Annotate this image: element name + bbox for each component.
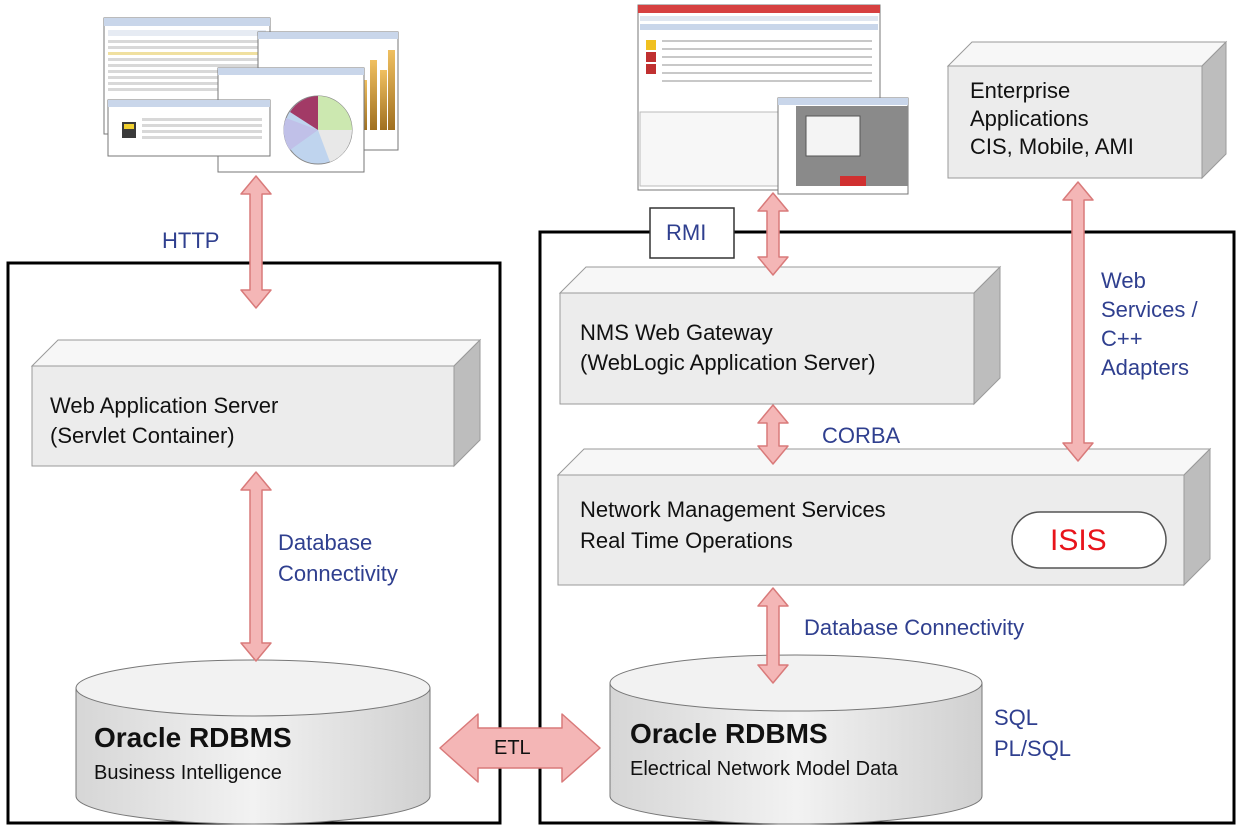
rmi-label: RMI — [666, 220, 707, 245]
bi-db-subtitle: Business Intelligence — [94, 762, 282, 784]
corba-arrow — [757, 404, 789, 465]
nms-db-subtitle: Electrical Network Model Data — [630, 758, 898, 780]
web-app-server-box — [30, 338, 482, 468]
rmi-label-box — [649, 207, 735, 259]
nms-gateway-box — [558, 265, 1002, 406]
nms-db-title: Oracle RDBMS — [630, 718, 828, 749]
http-label: HTTP — [162, 228, 220, 253]
db-connectivity-right-label: Database Connectivity — [804, 615, 1025, 640]
db-connectivity-left-arrow — [240, 471, 272, 662]
etl-label: ETL — [494, 737, 531, 759]
enterprise-box — [946, 40, 1228, 180]
nms-database-cylinder — [609, 654, 983, 825]
bi-db-title: Oracle RDBMS — [94, 722, 292, 753]
bi-dashboard-screenshot — [103, 17, 399, 173]
nms-system-frame — [538, 230, 1236, 825]
bi-database-cylinder — [75, 659, 431, 825]
etl-arrow — [439, 713, 601, 783]
isis-label: ISIS — [1050, 524, 1107, 557]
nms-viewer-screenshot — [637, 4, 909, 195]
isis-pill — [1011, 511, 1167, 569]
rmi-arrow — [757, 192, 789, 276]
db-connectivity-right-arrow — [757, 587, 789, 684]
web-services-arrow — [1062, 181, 1094, 462]
http-arrow — [240, 175, 272, 309]
corba-label: CORBA — [822, 423, 901, 448]
